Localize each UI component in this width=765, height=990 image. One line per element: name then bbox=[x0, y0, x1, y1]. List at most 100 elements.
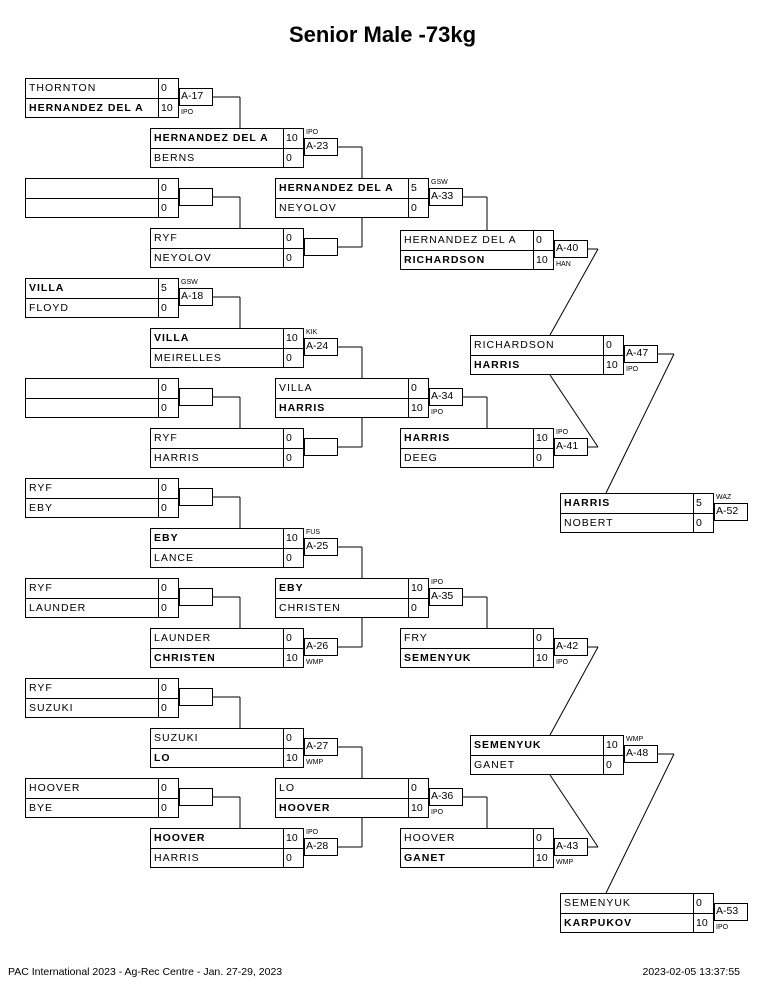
competitor-top-name: RYF bbox=[29, 482, 53, 494]
result-code: IPO bbox=[181, 109, 194, 116]
competitor-divider bbox=[401, 250, 553, 251]
competitor-divider bbox=[401, 848, 553, 849]
competitor-bottom-score: 10 bbox=[161, 102, 173, 114]
competitor-divider bbox=[401, 448, 553, 449]
competitor-top-score: 0 bbox=[286, 232, 292, 244]
match-id-label: A-26 bbox=[304, 638, 338, 656]
competitor-bottom-score: 10 bbox=[411, 802, 423, 814]
competitor-bottom-score: 0 bbox=[696, 517, 702, 529]
match-id-label: A-17 bbox=[179, 88, 213, 106]
match-id-label bbox=[304, 438, 338, 456]
competitor-top-name: RYF bbox=[154, 232, 178, 244]
competitor-top-score: 0 bbox=[606, 339, 612, 351]
match-id-label: A-52 bbox=[714, 503, 748, 521]
match-id-label: A-48 bbox=[624, 745, 658, 763]
result-code: IPO bbox=[556, 659, 569, 666]
result-code: IPO bbox=[431, 809, 444, 816]
competitor-top-name: HARRIS bbox=[404, 432, 451, 444]
competitor-top-name: HARRIS bbox=[564, 497, 611, 509]
competitor-top-score: 0 bbox=[536, 832, 542, 844]
competitor-divider bbox=[151, 548, 303, 549]
competitor-divider bbox=[26, 98, 178, 99]
connector-line bbox=[549, 374, 599, 448]
competitor-bottom-score: 0 bbox=[606, 759, 612, 771]
competitor-bottom-name: GANET bbox=[404, 852, 446, 864]
match-id-label bbox=[179, 688, 213, 706]
score-divider bbox=[533, 231, 534, 269]
competitor-bottom-name: SUZUKI bbox=[29, 702, 74, 714]
score-divider bbox=[603, 336, 604, 374]
competitor-bottom-name: CHRISTEN bbox=[279, 602, 341, 614]
match-id-label bbox=[304, 238, 338, 256]
competitor-top-score: 0 bbox=[161, 582, 167, 594]
competitor-divider bbox=[151, 748, 303, 749]
competitor-bottom-score: 10 bbox=[286, 652, 298, 664]
score-divider bbox=[283, 429, 284, 467]
match-id-label: A-40 bbox=[554, 240, 588, 258]
result-code: KIK bbox=[306, 329, 318, 336]
competitor-bottom-score: 0 bbox=[286, 852, 292, 864]
connector-line bbox=[549, 774, 599, 848]
score-divider bbox=[408, 579, 409, 617]
competitor-top-name: VILLA bbox=[279, 382, 313, 394]
competitor-bottom-name: LANCE bbox=[154, 552, 195, 564]
competitor-top-name: RYF bbox=[154, 432, 178, 444]
competitor-bottom-score: 0 bbox=[286, 152, 292, 164]
competitor-bottom-score: 10 bbox=[536, 254, 548, 266]
connector-line bbox=[549, 646, 599, 736]
competitor-bottom-name: HARRIS bbox=[154, 852, 200, 864]
match-id-label: A-33 bbox=[429, 188, 463, 206]
match-id-label bbox=[179, 188, 213, 206]
match-id-label: A-43 bbox=[554, 838, 588, 856]
competitor-top-score: 10 bbox=[536, 432, 548, 444]
score-divider bbox=[158, 279, 159, 317]
competitor-top-score: 0 bbox=[411, 382, 417, 394]
competitor-divider bbox=[151, 248, 303, 249]
score-divider bbox=[283, 629, 284, 667]
competitor-top-name: RICHARDSON bbox=[474, 339, 555, 351]
match-id-label: A-27 bbox=[304, 738, 338, 756]
competitor-bottom-name: GANET bbox=[474, 759, 516, 771]
competitor-top-name: RYF bbox=[29, 682, 53, 694]
score-divider bbox=[158, 679, 159, 717]
competitor-top-score: 5 bbox=[411, 182, 417, 194]
competitor-top-score: 0 bbox=[286, 432, 292, 444]
competitor-bottom-score: 0 bbox=[286, 452, 292, 464]
competitor-bottom-name: MEIRELLES bbox=[154, 352, 222, 364]
competitor-divider bbox=[26, 698, 178, 699]
competitor-bottom-score: 10 bbox=[536, 652, 548, 664]
competitor-bottom-score: 0 bbox=[161, 802, 167, 814]
competitor-bottom-name: HARRIS bbox=[474, 359, 521, 371]
result-code: IPO bbox=[431, 409, 444, 416]
competitor-top-score: 0 bbox=[161, 182, 167, 194]
competitor-bottom-score: 10 bbox=[411, 402, 423, 414]
score-divider bbox=[283, 729, 284, 767]
competitor-top-name: EBY bbox=[154, 532, 179, 544]
competitor-divider bbox=[561, 913, 713, 914]
competitor-top-score: 10 bbox=[286, 532, 298, 544]
competitor-bottom-name: LAUNDER bbox=[29, 602, 87, 614]
match-id-label: A-23 bbox=[304, 138, 338, 156]
score-divider bbox=[693, 894, 694, 932]
competitor-top-name: LO bbox=[279, 782, 296, 794]
competitor-bottom-name: NEYOLOV bbox=[154, 252, 212, 264]
competitor-bottom-name: SEMENYUK bbox=[404, 652, 472, 664]
score-divider bbox=[408, 179, 409, 217]
competitor-top-score: 0 bbox=[411, 782, 417, 794]
match-id-label bbox=[179, 388, 213, 406]
footer-timestamp: 2023-02-05 13:37:55 bbox=[642, 966, 741, 978]
competitor-divider bbox=[276, 598, 428, 599]
score-divider bbox=[283, 829, 284, 867]
competitor-top-name: EBY bbox=[279, 582, 304, 594]
match-id-label: A-41 bbox=[554, 438, 588, 456]
